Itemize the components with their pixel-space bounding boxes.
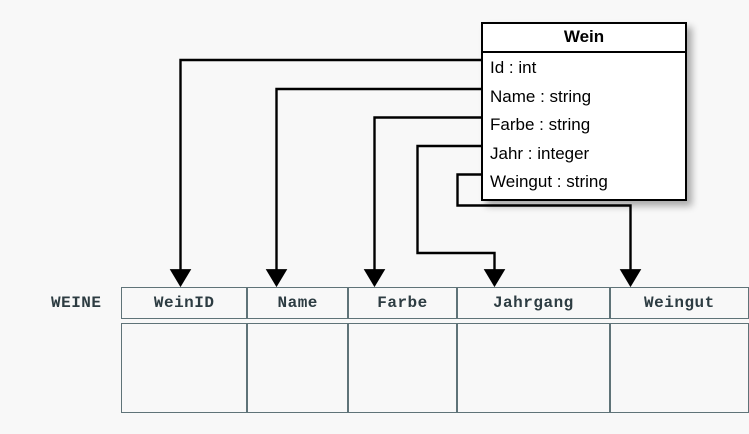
- column-header-farbe: Farbe: [348, 287, 457, 319]
- connector-id-to-weinid: [169, 58, 481, 288]
- column-header-jahrgang: Jahrgang: [456, 287, 610, 319]
- table-cell-name: [247, 323, 349, 413]
- uml-attribute-name: Name : string: [490, 86, 592, 106]
- uml-class-box-wein: Wein Id : int Name : string Farbe : stri…: [481, 22, 687, 201]
- connector-farbe-to-farbe: [363, 116, 481, 288]
- uml-attribute-farbe: Farbe : string: [490, 115, 591, 134]
- table-cell-weingut: [609, 323, 749, 413]
- connector-name-to-name: [265, 87, 481, 288]
- table-cell-jahrgang: [456, 323, 610, 413]
- uml-attribute-list: Id : int Name : string Farbe : string Ja…: [483, 53, 685, 199]
- table-cell-weinid: [121, 323, 248, 413]
- relational-table: WeinID Name Farbe Jahrgang Weingut: [121, 287, 749, 413]
- uml-attribute-jahr: Jahr : integer: [490, 143, 590, 163]
- table-row: [121, 323, 749, 413]
- table-header-row: WeinID Name Farbe Jahrgang Weingut: [121, 287, 749, 319]
- column-header-name: Name: [247, 287, 349, 319]
- column-header-weingut: Weingut: [609, 287, 749, 319]
- uml-class-name: Wein: [483, 24, 685, 53]
- uml-attribute-id: Id : int: [490, 58, 537, 77]
- table-cell-farbe: [348, 323, 457, 413]
- uml-attribute-weingut: Weingut : string: [490, 172, 608, 191]
- relational-table-label: WEINE: [51, 294, 102, 312]
- column-header-weinid: WeinID: [121, 287, 248, 319]
